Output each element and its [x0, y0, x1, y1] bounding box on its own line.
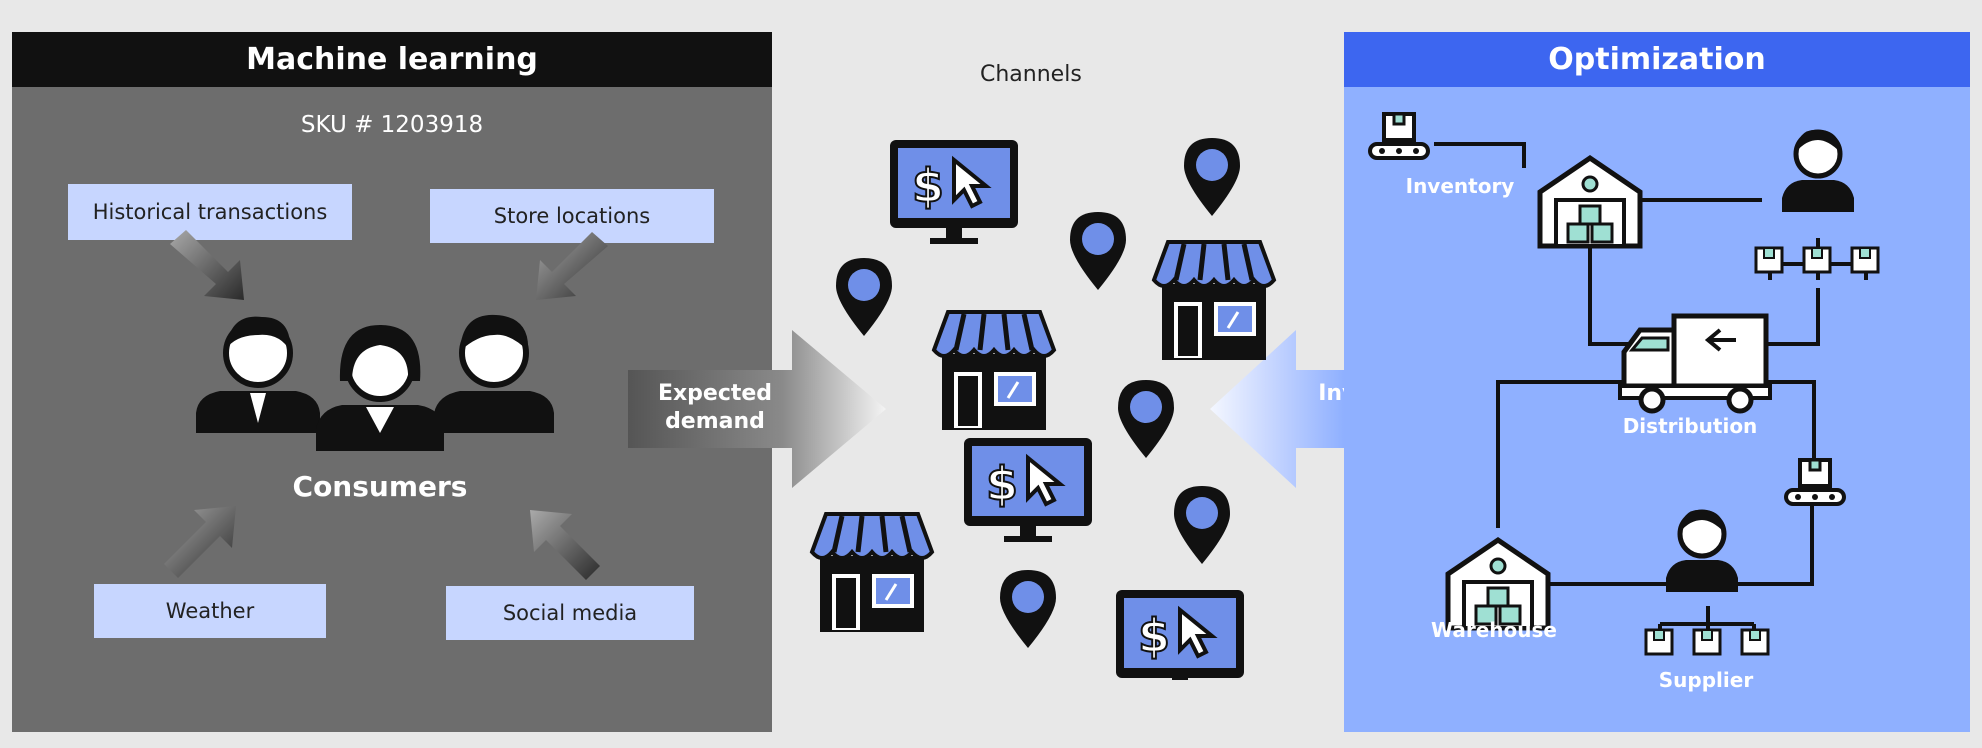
person-icon	[434, 314, 554, 433]
supplier-label: Supplier	[1658, 668, 1754, 692]
channels-title: Channels	[980, 62, 1082, 87]
dollar-cursor-monitor-icon	[888, 138, 1020, 246]
location-pin-icon	[1184, 138, 1240, 216]
input-arrows	[164, 230, 608, 580]
arrow-social	[530, 510, 600, 580]
arrow-weather	[164, 506, 236, 578]
conveyor-box-icon	[1784, 458, 1846, 506]
location-pin-icon	[1000, 570, 1056, 648]
conveyor-box-icon	[1368, 112, 1430, 160]
person-icon	[1782, 130, 1854, 212]
person-icon	[316, 325, 444, 451]
storefront-icon	[1154, 242, 1274, 360]
channels-icons: $	[780, 138, 1300, 680]
storefront-icon	[934, 312, 1054, 430]
person-icon	[196, 316, 320, 433]
ml-title: Machine learning	[12, 32, 772, 87]
box-icon	[1692, 628, 1722, 656]
arrow-stores	[536, 232, 608, 300]
warehouse-icon	[1448, 540, 1548, 628]
location-pin-icon	[1070, 212, 1126, 290]
consumers-icon	[196, 314, 554, 451]
box-icon	[1644, 628, 1674, 656]
sku-label: SKU # 1203918	[300, 112, 484, 138]
consumers-label: Consumers	[292, 470, 468, 503]
location-pin-icon	[1174, 486, 1230, 564]
arrow-historical	[170, 230, 244, 300]
opt-title: Optimization	[1344, 32, 1970, 87]
inventory-label: Inventory	[1405, 174, 1515, 198]
box-icon	[1754, 246, 1784, 274]
location-pin-icon	[836, 258, 892, 336]
expected-demand-arrow	[628, 330, 886, 488]
box-icon	[1802, 246, 1832, 274]
input-weather: Weather	[94, 584, 326, 638]
expected-demand-line1: Expected	[657, 381, 773, 406]
box-icon	[1850, 246, 1880, 274]
box-icon	[1740, 628, 1770, 656]
expected-demand-label: Expected demand	[640, 380, 790, 436]
input-stores: Store locations	[430, 189, 714, 243]
input-social: Social media	[446, 586, 694, 640]
distribution-label: Distribution	[1622, 414, 1758, 438]
truck-icon	[1618, 313, 1772, 414]
expected-demand-line2: demand	[665, 409, 765, 434]
input-historical: Historical transactions	[68, 184, 352, 240]
storefront-icon	[812, 514, 932, 632]
warehouse-label: Warehouse	[1431, 618, 1557, 642]
location-pin-icon	[1118, 380, 1174, 458]
warehouse-icon	[1540, 158, 1640, 246]
dollar-cursor-monitor-icon	[1114, 588, 1246, 680]
inventory-flows-arrow	[1210, 330, 1344, 488]
person-icon	[1666, 510, 1738, 592]
dollar-cursor-monitor-icon	[962, 436, 1094, 544]
supply-network	[1368, 112, 1880, 656]
